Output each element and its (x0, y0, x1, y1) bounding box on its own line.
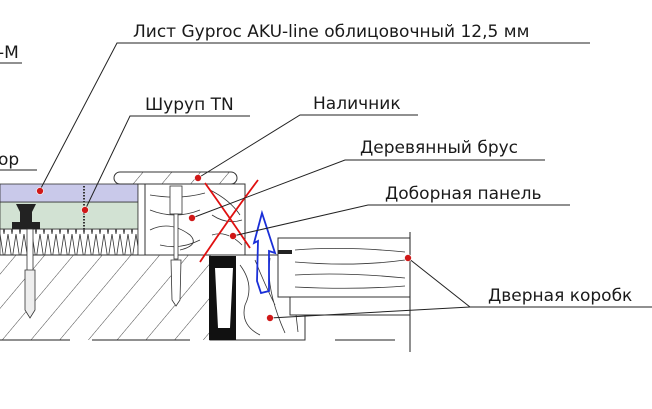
gypsum-sheet-layer (0, 183, 139, 203)
callout-markers (36, 174, 412, 322)
marker-casing (194, 174, 202, 182)
up-arrow (252, 209, 277, 295)
marker-panel (229, 232, 237, 240)
label-partial-mid: ор (0, 150, 19, 170)
edge-strip (137, 183, 146, 256)
leader-lines (0, 42, 652, 319)
marker-screw (81, 206, 89, 214)
profile-fastener (12, 204, 40, 319)
label-screw: Шуруп TN (145, 95, 234, 115)
label-casing: Наличник (313, 94, 401, 114)
insulation-layer (0, 228, 139, 256)
casing (113, 171, 238, 185)
cross-mark (199, 179, 259, 263)
label-extension-panel: Доборная панель (385, 184, 542, 204)
marker-gyproc (36, 187, 44, 195)
label-partial-top: -M (0, 43, 19, 63)
marker-beam (188, 214, 196, 222)
extension-panel (277, 232, 411, 352)
marker-frame-top (404, 254, 412, 262)
black-wedge (209, 256, 236, 340)
label-wood-beam: Деревянный брус (360, 138, 518, 158)
label-door-frame: Дверная коробк (488, 286, 632, 306)
marker-frame-bottom (266, 314, 274, 322)
label-gyproc-sheet: Лист Gyproc AKU-line облицовочный 12,5 м… (133, 22, 529, 42)
